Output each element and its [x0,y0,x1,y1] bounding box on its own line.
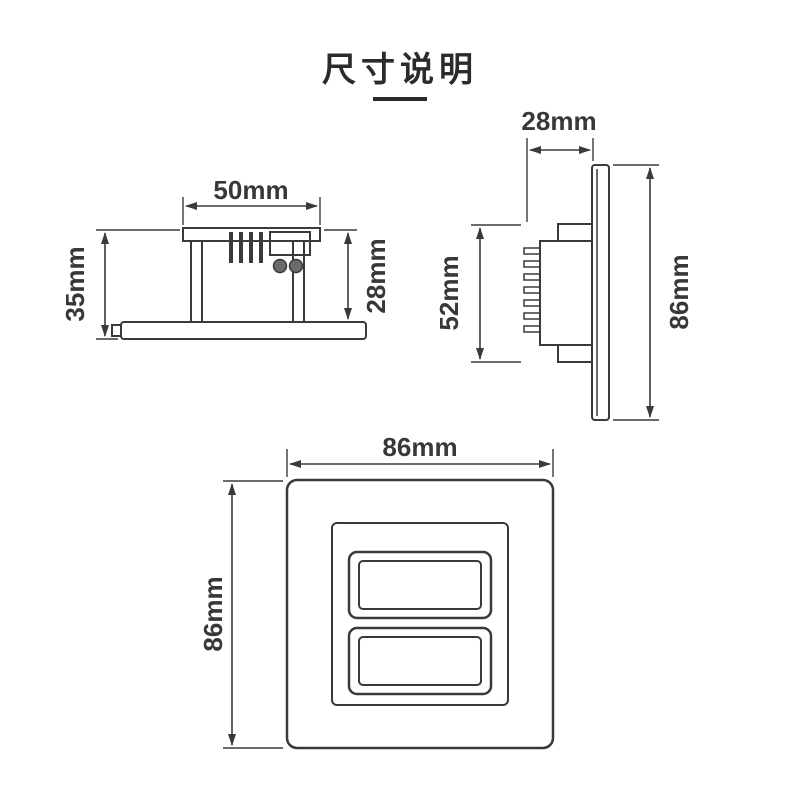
profile-view-depth-label: 28mm [521,106,596,136]
heatsink-tooth [523,286,541,294]
front-view-height-label: 86mm [198,576,228,651]
heatsink-tooth [523,247,541,255]
plate-tab [111,324,122,337]
side-view-height-label: 35mm [60,246,90,321]
switch-faceplate [285,478,555,750]
profile-view-plate-height-label: 86mm [664,254,694,329]
title-underline [373,97,427,101]
heatsink-tooth [523,299,541,307]
mechanism-body [539,240,593,346]
vent-slit [239,232,243,263]
profile-view: 28mm 52mm [434,106,694,421]
vent-slit [229,232,233,263]
front-view: 86mm 86mm [198,432,555,750]
switch-leg-right [292,240,305,323]
switch-leg-left [190,240,203,323]
side-view-width-label: 50mm [213,175,288,205]
front-view-width-label: 86mm [382,432,457,462]
side-view: 50mm 35mm 28mm [60,175,391,340]
heatsink-tooth [523,325,541,333]
mounting-tab-bottom [557,344,593,363]
heatsink-tooth [523,260,541,268]
rocker-button-top [347,550,493,620]
heatsink-tooth [523,312,541,320]
terminal-screw [272,258,288,274]
component-box [269,231,311,256]
heatsink-tooth [523,273,541,281]
side-view-depth-label: 28mm [361,238,391,313]
vent-slit [249,232,253,263]
rocker-button-bottom-inner [358,636,482,686]
mounting-plate [120,321,367,340]
rocker-button-top-inner [358,560,482,610]
rocker-button-bottom [347,626,493,696]
vent-slit [259,232,263,263]
profile-view-body-height-label: 52mm [434,255,464,330]
terminal-screw [288,258,304,274]
wall-plate-profile [591,164,610,421]
page-title: 尺寸说明 [322,51,478,89]
mounting-tab-top [557,223,593,242]
faceplate-inner-frame [331,522,509,706]
